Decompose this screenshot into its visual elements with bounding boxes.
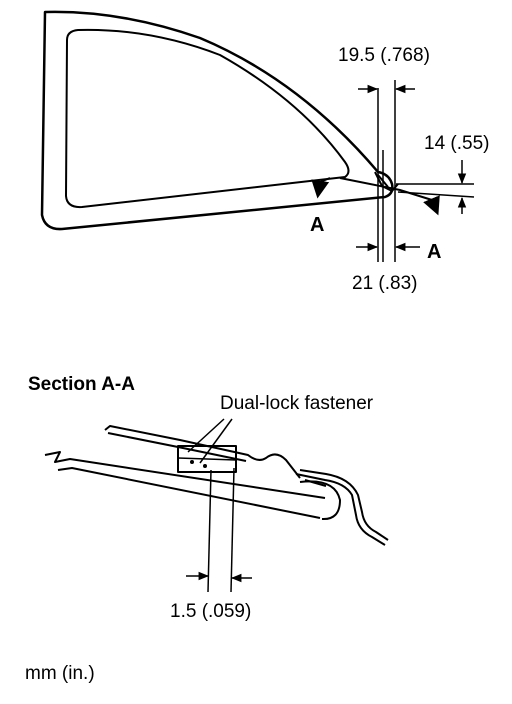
- extension-lines: [377, 80, 475, 262]
- dim-right-label: 14 (.55): [424, 133, 490, 154]
- callout-leaders: [187, 418, 233, 464]
- fastener-dots: [190, 460, 207, 468]
- fastener-callout: Dual-lock fastener: [220, 393, 374, 414]
- section-cut-line: [311, 177, 440, 216]
- section-mark-right: A: [427, 241, 442, 263]
- units-note: mm (in.): [25, 663, 95, 684]
- dim-top-label: 19.5 (.768): [338, 45, 430, 66]
- dim-bottom-label: 21 (.83): [352, 273, 418, 294]
- section-title: Section A-A: [28, 374, 135, 395]
- section-mark-left: A: [310, 214, 325, 236]
- dim-section-label: 1.5 (.059): [170, 601, 252, 622]
- dim-1-5-arrows: [186, 571, 252, 583]
- section-profile: [44, 425, 389, 546]
- section-extension-lines: [207, 467, 235, 593]
